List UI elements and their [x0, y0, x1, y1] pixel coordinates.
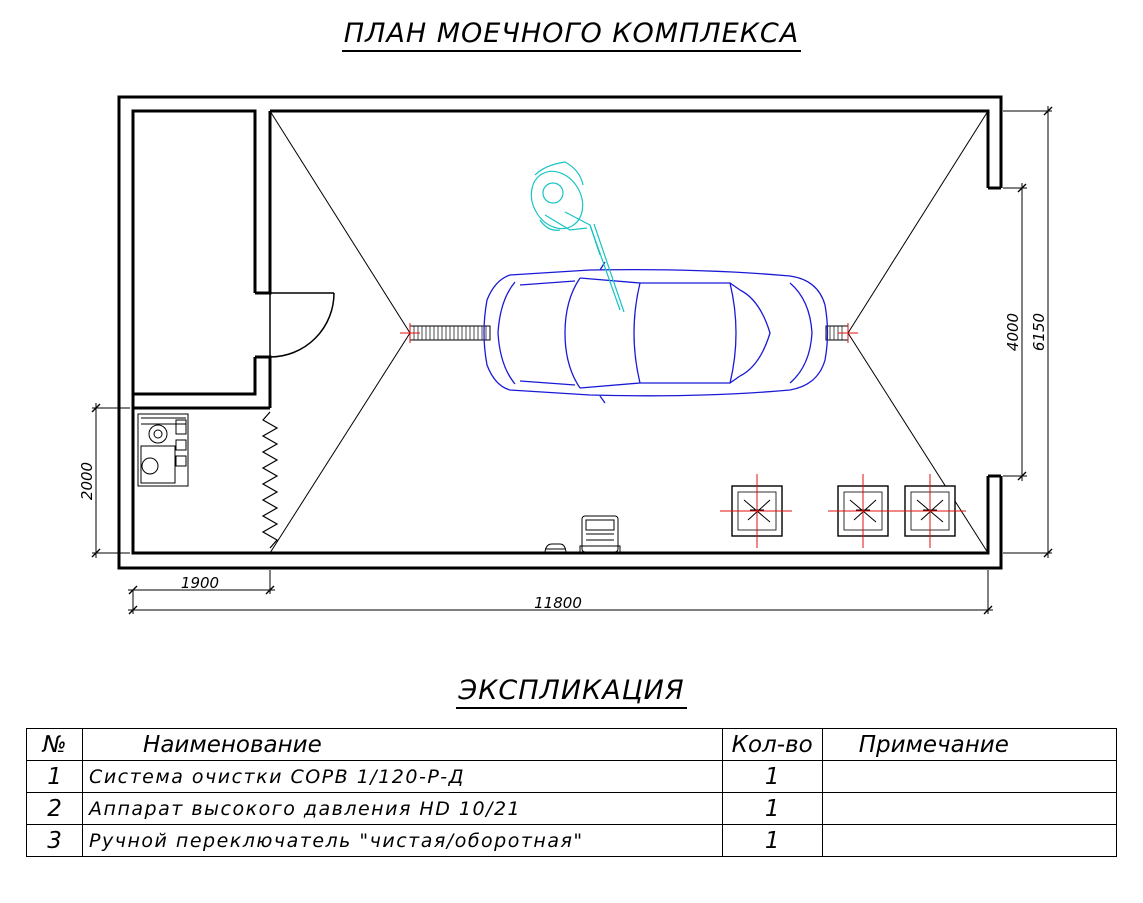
dim-total-width: 6150 — [1030, 313, 1048, 351]
row-qty: 1 — [721, 792, 823, 825]
floor-drain-2 — [828, 474, 898, 548]
floor-drain-3 — [892, 474, 966, 548]
header-note: Примечание — [821, 728, 1118, 761]
car-top-view — [483, 261, 829, 404]
plan-title-text: ПЛАН МОЕЧНОГО КОМПЛЕКСА — [341, 18, 802, 52]
door — [269, 292, 335, 358]
cleaning-system-unit — [137, 413, 189, 487]
floor-plan: 1900 11800 2000 4000 6150 — [78, 95, 1053, 615]
drain-channel-left — [400, 323, 491, 343]
explication-table: № Наименование Кол-во Примечание 1 Систе… — [25, 728, 1118, 857]
plan-title: ПЛАН МОЕЧНОГО КОМПЛЕКСА — [0, 18, 1143, 52]
row-name: Ручной переключатель "чистая/оборотная" — [82, 824, 723, 857]
explication-title: ЭКСПЛИКАЦИЯ — [0, 675, 1143, 709]
row-num: 1 — [25, 760, 84, 793]
header-num: № — [25, 728, 84, 761]
row-num: 3 — [25, 824, 84, 857]
dim-left-room-width: 1900 — [181, 574, 219, 592]
dimension-lines — [92, 106, 1052, 614]
folding-partition — [261, 411, 279, 549]
worker-with-spray-gun — [530, 161, 625, 313]
row-note — [821, 824, 1118, 857]
row-note — [821, 792, 1118, 825]
explication-title-text: ЭКСПЛИКАЦИЯ — [456, 675, 687, 709]
row-name: Аппарат высокого давления HD 10/21 — [82, 792, 723, 825]
row-qty: 1 — [721, 824, 823, 857]
row-num: 2 — [25, 792, 84, 825]
table-header-row: № Наименование Кол-во Примечание — [25, 728, 1118, 761]
dimension-ticks — [91, 106, 1053, 615]
floor-drain-1 — [720, 474, 792, 548]
floor-slope-lines — [269, 110, 989, 554]
dim-total-length: 11800 — [534, 594, 582, 612]
dim-door-opening: 4000 — [1004, 313, 1022, 351]
table-row: 3 Ручной переключатель "чистая/оборотная… — [25, 824, 1118, 857]
dim-left-room-height: 2000 — [78, 462, 96, 500]
pressure-washer — [579, 515, 621, 553]
row-note — [821, 760, 1118, 793]
table-row: 2 Аппарат высокого давления HD 10/21 1 — [25, 792, 1118, 825]
drain-channel-right — [825, 323, 858, 343]
row-name: Система очистки СОРВ 1/120-Р-Д — [82, 760, 723, 793]
hose-reel — [544, 543, 567, 553]
header-name: Наименование — [82, 728, 723, 761]
header-qty: Кол-во — [721, 728, 823, 761]
row-qty: 1 — [721, 760, 823, 793]
table-row: 1 Система очистки СОРВ 1/120-Р-Д 1 — [25, 760, 1118, 793]
